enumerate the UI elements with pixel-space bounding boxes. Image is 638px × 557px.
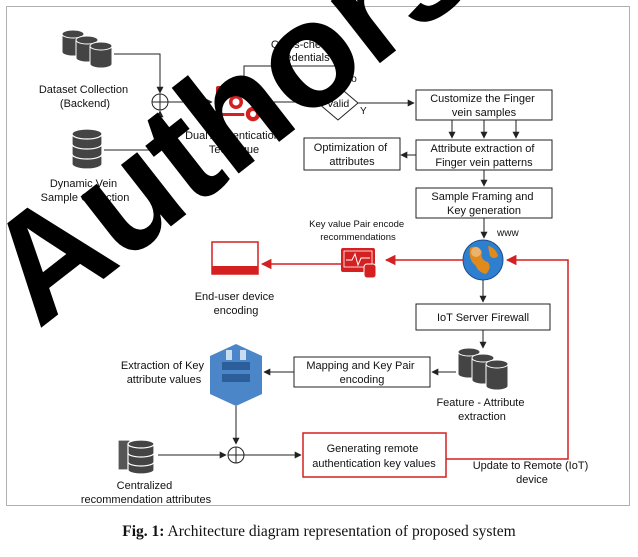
- sample-framing-box: [415, 187, 553, 219]
- caption-label: Fig. 1:: [122, 523, 165, 540]
- dataset-to-junction-arrow: [114, 53, 164, 94]
- cross-check-arrow: [240, 65, 339, 86]
- caption-text: Architecture diagram representation of p…: [167, 523, 516, 540]
- valid-decision-diamond: [317, 85, 359, 121]
- dual-auth-label: Dual Authentication Technique: [185, 130, 283, 156]
- optimization-label: Optimization of attributes: [314, 142, 390, 168]
- dynamic-vein-label: Dynamic Vein Sample Collection: [41, 178, 130, 204]
- extraction-key-label: Extraction of Key attribute values: [121, 360, 207, 386]
- centralized-database-icon: [117, 439, 155, 475]
- attribute-extraction-box: [415, 139, 553, 171]
- yes-label: Y: [360, 106, 367, 117]
- junction-node-top: [151, 93, 169, 111]
- figure-frame: [6, 6, 630, 506]
- generating-remote-label: Generating remote authentication key val…: [312, 443, 436, 470]
- update-remote-label: Update to Remote (IoT) device: [473, 460, 592, 486]
- attribute-extraction-label: Attribute extraction of Finger vein patt…: [430, 143, 537, 169]
- optimization-box: [303, 137, 401, 171]
- dataset-database-icon: [61, 29, 113, 69]
- end-device-label: End-user device encoding: [195, 291, 278, 317]
- cross-check-label: Cross-check credentials: [271, 39, 335, 64]
- key-value-monitor-icon: [341, 248, 377, 279]
- globe-icon: [462, 239, 504, 281]
- mapping-box: [293, 356, 431, 388]
- no-label: No: [344, 74, 357, 85]
- dataset-collection-label: Dataset Collection (Backend): [39, 84, 131, 110]
- centralized-label: Centralized recommendation attributes: [81, 480, 212, 506]
- feature-database-icon: [457, 347, 509, 391]
- key-value-label: Key value Pair encode recommendations: [309, 219, 407, 243]
- vein-to-junction-arrow: [104, 110, 164, 151]
- vein-database-icon: [71, 128, 103, 170]
- www-label: www: [496, 228, 519, 239]
- customize-label: Customize the Finger vein samples: [430, 93, 538, 119]
- cloud-storage-icon: [210, 344, 262, 406]
- junction-node-bottom: [227, 446, 245, 464]
- generating-remote-box: [302, 432, 447, 478]
- update-remote-arrow: [446, 254, 569, 460]
- sample-framing-label: Sample Framing and Key generation: [431, 191, 536, 217]
- iot-firewall-label: IoT Server Firewall: [437, 312, 529, 324]
- dual-authentication-icon: [216, 86, 262, 123]
- valid-label: Valid: [327, 98, 350, 110]
- figure-caption: Fig. 1: Architecture diagram representat…: [0, 523, 638, 541]
- iot-firewall-box: [415, 303, 551, 331]
- feature-attribute-label: Feature - Attribute extraction: [436, 397, 527, 423]
- mapping-label: Mapping and Key Pair encoding: [306, 360, 417, 386]
- end-device-icon: [211, 241, 259, 275]
- customize-box: [415, 89, 553, 121]
